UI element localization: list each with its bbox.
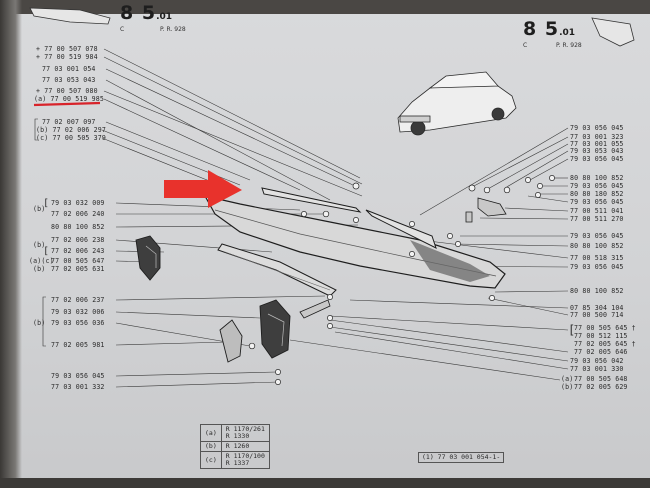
part-number: 77 02 006 243 (51, 247, 105, 255)
reference-value: 77 03 001 054-1- (437, 453, 501, 461)
part-number: 79 03 056 045 (570, 232, 624, 240)
left-page-pr: P. R. 928 (160, 26, 186, 33)
part-number: 80 80 180 852 (570, 190, 624, 198)
part-number: 77 03 001 055 (570, 140, 624, 148)
left-page-number-main: 8 5 (120, 2, 157, 24)
part-number: 79 03 032 009 (51, 199, 105, 207)
right-page-code: C (523, 42, 528, 49)
variant-tag: (b) (33, 241, 46, 249)
part-number: 77 03 001 332 (51, 383, 105, 391)
part-number: 79 03 056 042 (570, 357, 624, 365)
part-number: 77 00 511 270 (570, 215, 624, 223)
part-number: + 77 00 507 078 (36, 45, 98, 53)
mounting-brackets (299, 197, 507, 319)
part-number: 77 02 005 629 (574, 383, 628, 391)
part-number: 77 03 001 054 (42, 65, 96, 73)
part-number-highlighted: (a) 77 00 519 985 (34, 95, 105, 103)
right-page-number-main: 8 5 (523, 18, 560, 40)
reference-tag: (1) (422, 453, 434, 461)
bumper-blade (203, 195, 506, 289)
variant-tag: (b) (33, 265, 46, 273)
right-page-pr: P. R. 928 (556, 42, 582, 49)
part-number: 77 03 001 323 (570, 133, 624, 141)
left-page-number: 8 5.01 (120, 2, 172, 24)
part-number: 79 03 053 043 (570, 147, 624, 155)
part-number: 77 00 505 648 (574, 375, 628, 383)
page-top-edge (0, 0, 650, 14)
part-number: + 77 00 519 984 (36, 53, 98, 61)
part-number: 77 00 511 041 (570, 207, 624, 215)
part-number: 79 03 056 045 (570, 198, 624, 206)
part-number: 07 85 304 104 (570, 304, 624, 312)
group-bracket: [ (43, 198, 50, 209)
part-number: 77 02 007 097 (42, 118, 96, 126)
legend-tag: (c) (200, 451, 222, 469)
part-number: 77 02 006 237 (51, 296, 105, 304)
part-number: (b) 77 02 006 297 (36, 126, 107, 134)
part-number: 79 03 056 036 (51, 319, 105, 327)
part-number: 79 03 056 045 (570, 155, 624, 163)
part-number: 79 03 056 045 (51, 372, 105, 380)
group-bracket: [ (568, 323, 576, 337)
part-number: 77 02 005 645 † (574, 340, 636, 348)
part-number: + 77 00 507 080 (36, 87, 98, 95)
group-bracket: [ (43, 246, 50, 257)
left-page-number-suffix: .01 (156, 12, 173, 22)
left-page-code: C (120, 26, 125, 33)
part-number: 77 00 500 714 (570, 311, 624, 319)
trim-strip-upper (261, 187, 437, 249)
variant-tag: (b) (33, 319, 46, 327)
part-number: 77 03 001 330 (570, 365, 624, 373)
part-number: 79 03 056 045 (570, 182, 624, 190)
part-number: 77 00 505 645 † (574, 324, 636, 332)
part-number: 79 03 056 045 (570, 124, 624, 132)
variant-legend-table: (a) R 1170/261 R 1330 (b) R 1260 (c) R 1… (200, 424, 270, 469)
overrider-rubber (135, 235, 291, 363)
bolts-and-nuts (248, 175, 555, 385)
reference-box: (1) 77 03 001 054-1- (418, 452, 505, 463)
legend-row: (c) R 1170/100 R 1337 (200, 451, 270, 469)
part-number: 77 03 053 043 (42, 76, 96, 84)
variant-tag: (a) (561, 375, 574, 383)
part-number: 80 80 100 852 (570, 287, 624, 295)
page-fold-shadow (0, 0, 22, 488)
part-number: 77 00 518 315 (570, 254, 624, 262)
part-number: 77 02 005 631 (51, 265, 105, 273)
right-page-number: 8 5.01 (523, 18, 575, 40)
part-number: 80 80 100 852 (51, 223, 105, 231)
legend-row: (a) R 1170/261 R 1330 (200, 424, 270, 442)
list-brackets (34, 118, 46, 347)
page-bottom-edge (0, 478, 650, 488)
right-page-number-suffix: .01 (559, 28, 576, 38)
leader-lines (101, 48, 569, 388)
part-number: 79 03 032 006 (51, 308, 105, 316)
part-number: 80 80 100 852 (570, 174, 624, 182)
part-number: 77 02 005 981 (51, 341, 105, 349)
part-number: (c) 77 00 505 379 (36, 134, 107, 142)
variant-tag: (b) (33, 205, 46, 213)
car-thumbnail (397, 71, 517, 136)
highlight-arrow-icon (164, 170, 242, 208)
legend-value: R 1170/100 R 1337 (220, 451, 270, 469)
part-number: 77 02 006 240 (51, 210, 105, 218)
highlight-underline (33, 101, 101, 107)
part-number: 77 02 005 646 (574, 348, 628, 356)
variant-tag: (a)(c) (29, 257, 54, 265)
part-number: 77 00 505 647 (51, 257, 105, 265)
corner-bumper-thumbnail (29, 7, 635, 47)
variant-tag: (b) (561, 383, 574, 391)
part-number: 77 00 512 115 (574, 332, 628, 340)
part-number: 77 02 006 238 (51, 236, 105, 244)
part-number: 79 03 056 045 (570, 263, 624, 271)
part-number: 80 80 100 852 (570, 242, 624, 250)
